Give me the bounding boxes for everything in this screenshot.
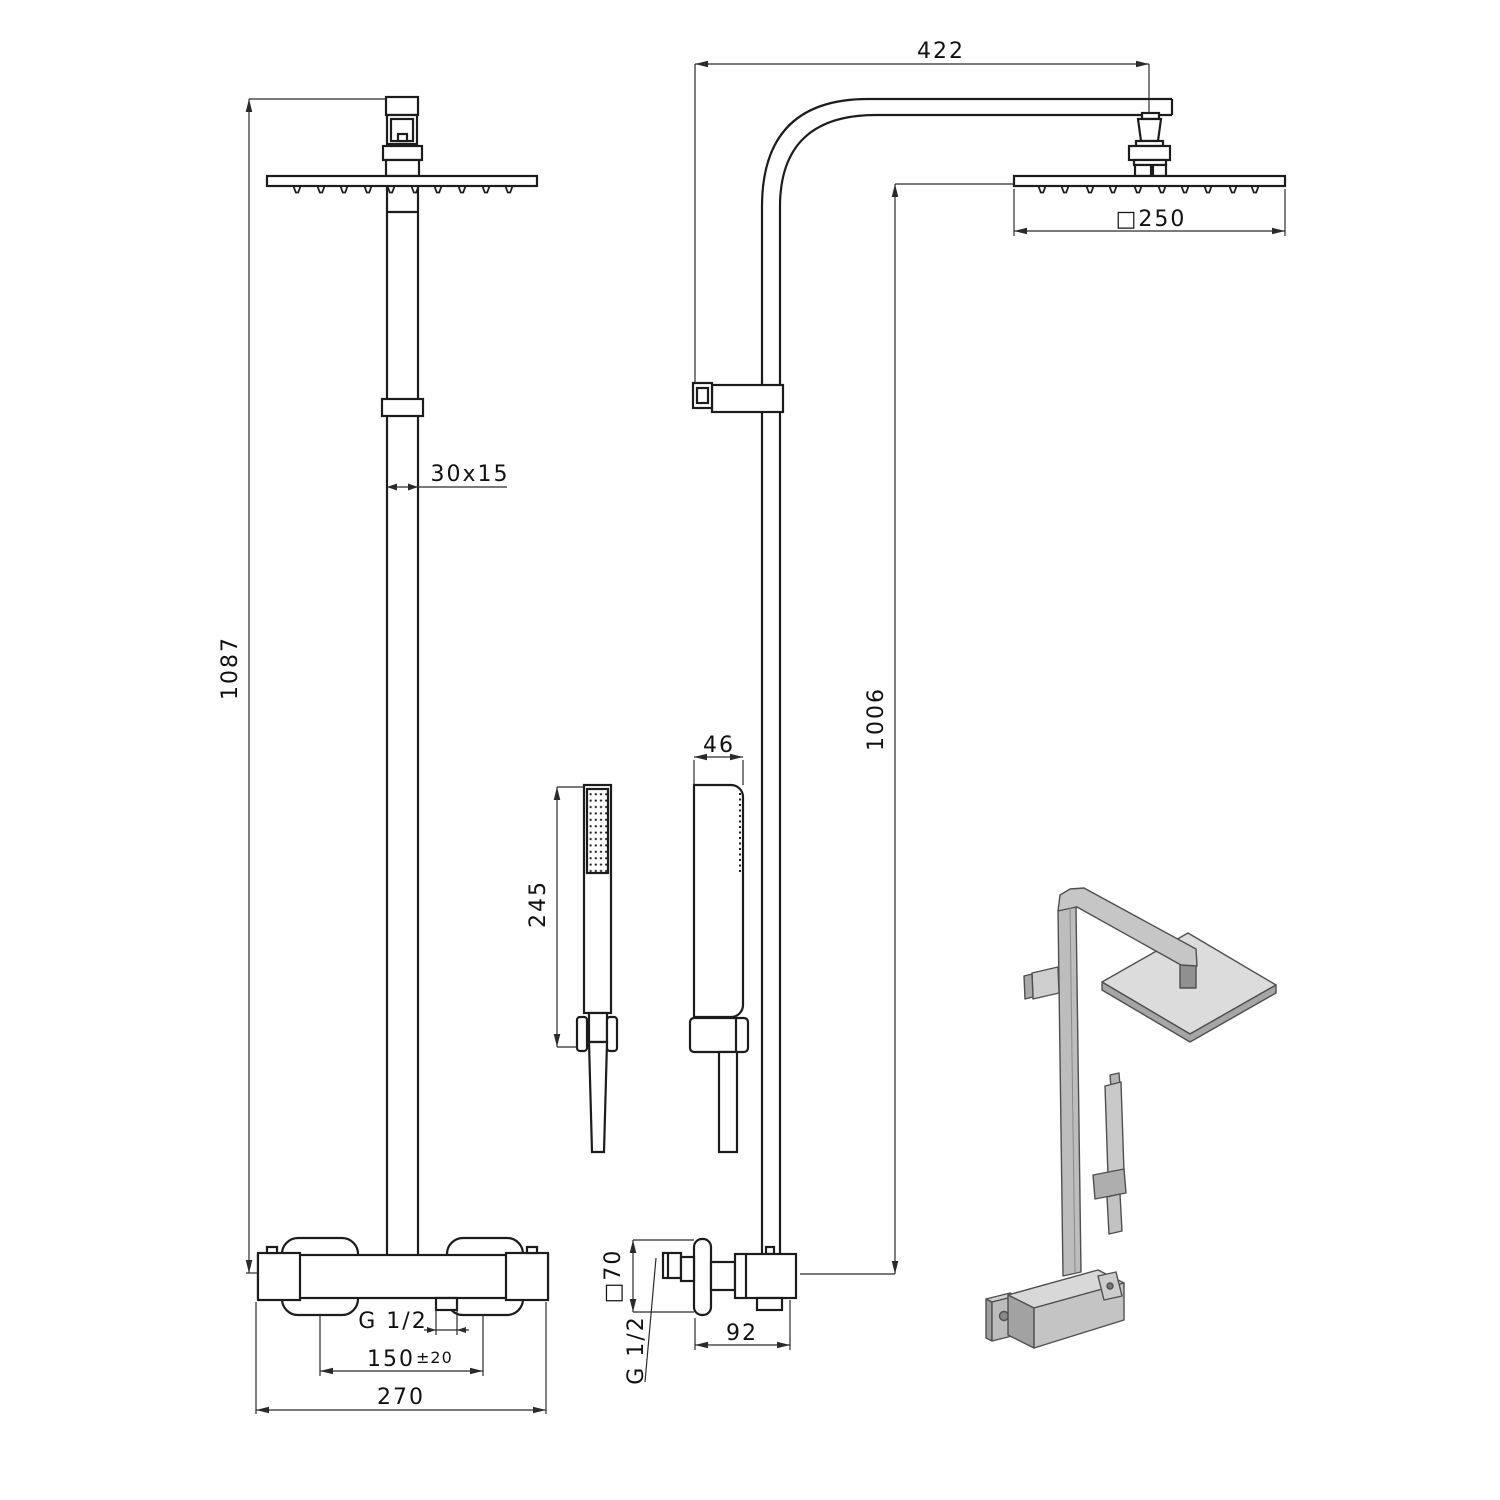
dim-handset-length: 245 — [526, 880, 551, 928]
rain-head-side — [1012, 174, 1287, 194]
iso-riser — [1023, 887, 1198, 1277]
dim-handset-depth-group: 46 — [693, 733, 744, 785]
mixer-body — [256, 1253, 550, 1300]
iso-wall-bracket — [1031, 966, 1060, 1000]
handset-grip — [717, 1050, 739, 1154]
head-connector-front — [381, 95, 424, 178]
spray-face — [588, 790, 607, 872]
dim-front-height: 1087 — [218, 636, 243, 700]
dim-mixer-face-group: □70 — [601, 1239, 694, 1313]
side-view: 422 □250 1006 46 — [601, 39, 1287, 1385]
handshower-front — [575, 783, 619, 1154]
pipe-coupling — [380, 397, 425, 418]
dim-pipe-section: 30x15 — [430, 462, 509, 487]
dim-pipe-section-group: 30x15 — [387, 462, 509, 491]
dim-mixer-depth-group: 92 — [694, 1300, 791, 1350]
dim-head-size-group: □250 — [1013, 189, 1286, 236]
dim-inlet-spacing-group: 150 ±20 — [319, 1315, 484, 1376]
dim-front-thread-group: G 1/2 — [358, 1305, 469, 1335]
dim-handset-depth: 46 — [703, 733, 735, 758]
riser-pipe-front — [380, 186, 425, 1255]
dim-front-thread: G 1/2 — [358, 1309, 427, 1334]
dim-riser-height: 1006 — [864, 687, 889, 751]
wall-bracket-side — [691, 381, 785, 414]
handset-grip — [587, 1040, 609, 1154]
front-view: 1087 30x15 G 1/2 150 ±20 — [218, 95, 619, 1414]
dim-inlet-spacing: 150 — [367, 1347, 415, 1372]
mixer-handle-side — [692, 1237, 713, 1317]
head-connector-side — [1127, 111, 1172, 178]
mixer-side — [661, 1237, 798, 1317]
mixer-body-side — [733, 1252, 798, 1300]
hose-outlet — [434, 1296, 459, 1312]
isometric-view — [985, 887, 1277, 1349]
iso-mixer — [985, 1269, 1125, 1349]
dim-wall-thread-group: G 1/2 — [624, 1257, 657, 1385]
temp-knob — [661, 1251, 683, 1280]
hose-outlet-side — [755, 1296, 784, 1312]
dim-wall-thread: G 1/2 — [624, 1315, 649, 1384]
dim-mixer-face: □70 — [601, 1249, 626, 1304]
dim-arm-reach: 422 — [917, 39, 965, 64]
dim-riser-height-group: 1006 — [800, 183, 1014, 1275]
dim-front-height-group: 1087 — [218, 98, 386, 1274]
dim-inlet-tolerance: ±20 — [416, 1348, 453, 1367]
iso-handshower — [1092, 1072, 1127, 1235]
dim-arm-reach-group: 422 — [694, 39, 1150, 383]
handshower-side — [688, 783, 750, 1154]
riser-pipe-side — [760, 97, 1174, 1254]
dim-handset-length-group: 245 — [526, 786, 584, 1048]
dim-mixer-depth: 92 — [726, 1321, 758, 1346]
rain-head-front — [265, 174, 539, 194]
dim-mixer-width-group: 270 — [255, 1302, 547, 1414]
dim-head-size: □250 — [1116, 207, 1187, 232]
dim-mixer-width: 270 — [377, 1385, 425, 1410]
mixer-front — [256, 1236, 550, 1317]
